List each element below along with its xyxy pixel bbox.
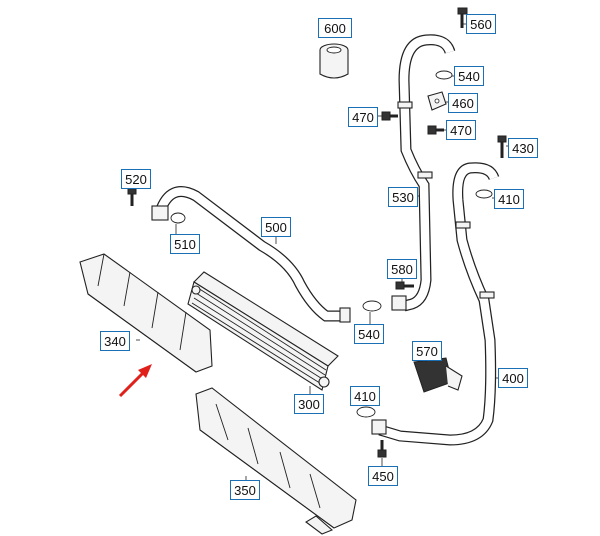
part-470-bolt-b (427, 125, 444, 135)
part-560-bolt (457, 7, 468, 28)
callout-560: 560 (466, 14, 496, 34)
part-410-oring-lower (356, 406, 376, 418)
part-600-sleeve (319, 43, 349, 79)
part-350-lower-panel (195, 387, 357, 535)
callout-520: 520 (121, 169, 151, 189)
callout-450: 450 (368, 466, 398, 486)
part-400-hose (371, 162, 500, 446)
callout-400: 400 (498, 368, 528, 388)
part-520-bolt (127, 187, 137, 206)
part-460-bracket (427, 91, 447, 111)
callout-570: 570 (412, 341, 442, 361)
callout-470: 470 (348, 107, 378, 127)
callout-430: 430 (508, 138, 538, 158)
part-430-bolt (497, 135, 507, 158)
part-300-oil-cooler (187, 271, 339, 391)
callout-340: 340 (100, 331, 130, 351)
part-340-air-duct (79, 253, 213, 373)
part-580-bolt (395, 281, 414, 290)
callout-460: 460 (448, 93, 478, 113)
callout-530: 530 (388, 187, 418, 207)
pointer-arrow (118, 364, 152, 398)
part-500-hose (151, 186, 351, 323)
callout-580: 580 (387, 259, 417, 279)
callout-510: 510 (170, 234, 200, 254)
callout-470: 470 (446, 120, 476, 140)
callout-410: 410 (494, 189, 524, 209)
part-410-oring-right (475, 189, 493, 199)
part-540-oring-lower (362, 300, 382, 312)
part-570-sensor (413, 357, 463, 393)
callout-300: 300 (294, 394, 324, 414)
part-540-oring-top (435, 70, 453, 80)
callout-540: 540 (354, 324, 384, 344)
part-510-oring (170, 212, 186, 224)
callout-410: 410 (350, 386, 380, 406)
callout-500: 500 (261, 217, 291, 237)
part-530-hose (391, 34, 456, 312)
callout-540: 540 (454, 66, 484, 86)
callout-350: 350 (230, 480, 260, 500)
part-450-bolt (377, 440, 387, 458)
part-470-bolt-a (381, 111, 398, 121)
callout-600: 600 (318, 18, 352, 38)
